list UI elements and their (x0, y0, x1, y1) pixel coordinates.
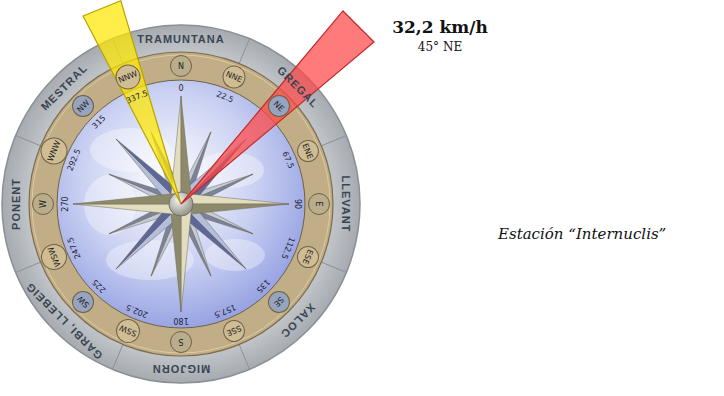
wind-direction: 45° NE (418, 40, 462, 54)
direction-circle: W (32, 193, 54, 215)
degree-number: 0 (178, 84, 183, 93)
direction-label: ENE (301, 142, 315, 160)
star-point (181, 96, 192, 204)
station-name: Estación “Internuclis” (498, 225, 666, 243)
wind-direction-text: 45° NE (418, 40, 462, 54)
direction-label: S (178, 338, 183, 347)
sector-divider (239, 344, 249, 369)
station-name-text: Estación “Internuclis” (498, 225, 666, 243)
direction-label: NNW (117, 69, 139, 85)
star-point (73, 193, 181, 204)
sector-divider (112, 344, 122, 369)
direction-label: WSW (45, 245, 61, 268)
degree-number: 270 (61, 196, 70, 211)
star-point (73, 204, 181, 215)
direction-label: ESE (301, 248, 315, 265)
sector-divider (16, 135, 41, 145)
wind-region-name-text: MIGJORN (152, 363, 210, 375)
degree-number-text: 0 (178, 84, 183, 93)
direction-label: NNE (224, 69, 243, 84)
sector-divider (239, 39, 249, 64)
wind-region-name-text: TRAMUNTANA (137, 33, 224, 45)
wind-region-name: LLEVANT (340, 176, 352, 233)
star-point (181, 204, 289, 215)
degree-number: 180 (173, 316, 188, 325)
wind-speed: 32,2 km/h (392, 17, 488, 37)
direction-circle: N (170, 55, 192, 77)
wind-speed-text: 32,2 km/h (392, 17, 488, 37)
wind-region-name: PONENT (10, 178, 22, 230)
direction-label: NE (271, 99, 285, 113)
star-point (170, 204, 181, 312)
compass-drawing (2, 1, 374, 383)
direction-label: NW (75, 98, 91, 114)
degree-number-text: 90 (293, 199, 302, 209)
sector-divider (321, 135, 346, 145)
star-point (181, 193, 289, 204)
direction-label: SSE (225, 324, 243, 338)
direction-label: SW (76, 294, 92, 310)
direction-label: W (39, 200, 48, 208)
sector-divider (321, 262, 346, 272)
direction-label: E (315, 201, 324, 206)
direction-label: SE (272, 295, 286, 309)
direction-label: SSW (118, 324, 138, 339)
cloud (205, 239, 265, 271)
degree-number: 90 (293, 199, 302, 209)
wind-region-name-text: LLEVANT (340, 176, 352, 233)
star-point (181, 204, 192, 312)
degree-number-text: 270 (61, 196, 70, 211)
yellow-wind-wedge (83, 1, 181, 204)
wind-region-name: TRAMUNTANA (137, 33, 224, 45)
direction-circle: S (170, 331, 192, 353)
wind-region-name-text: PONENT (10, 178, 22, 230)
direction-circle: E (308, 193, 330, 215)
degree-number-text: 180 (173, 316, 188, 325)
direction-label: N (178, 62, 184, 71)
sector-divider (16, 262, 41, 272)
wind-region-name: MIGJORN (152, 363, 210, 375)
direction-label: WNW (45, 139, 62, 163)
